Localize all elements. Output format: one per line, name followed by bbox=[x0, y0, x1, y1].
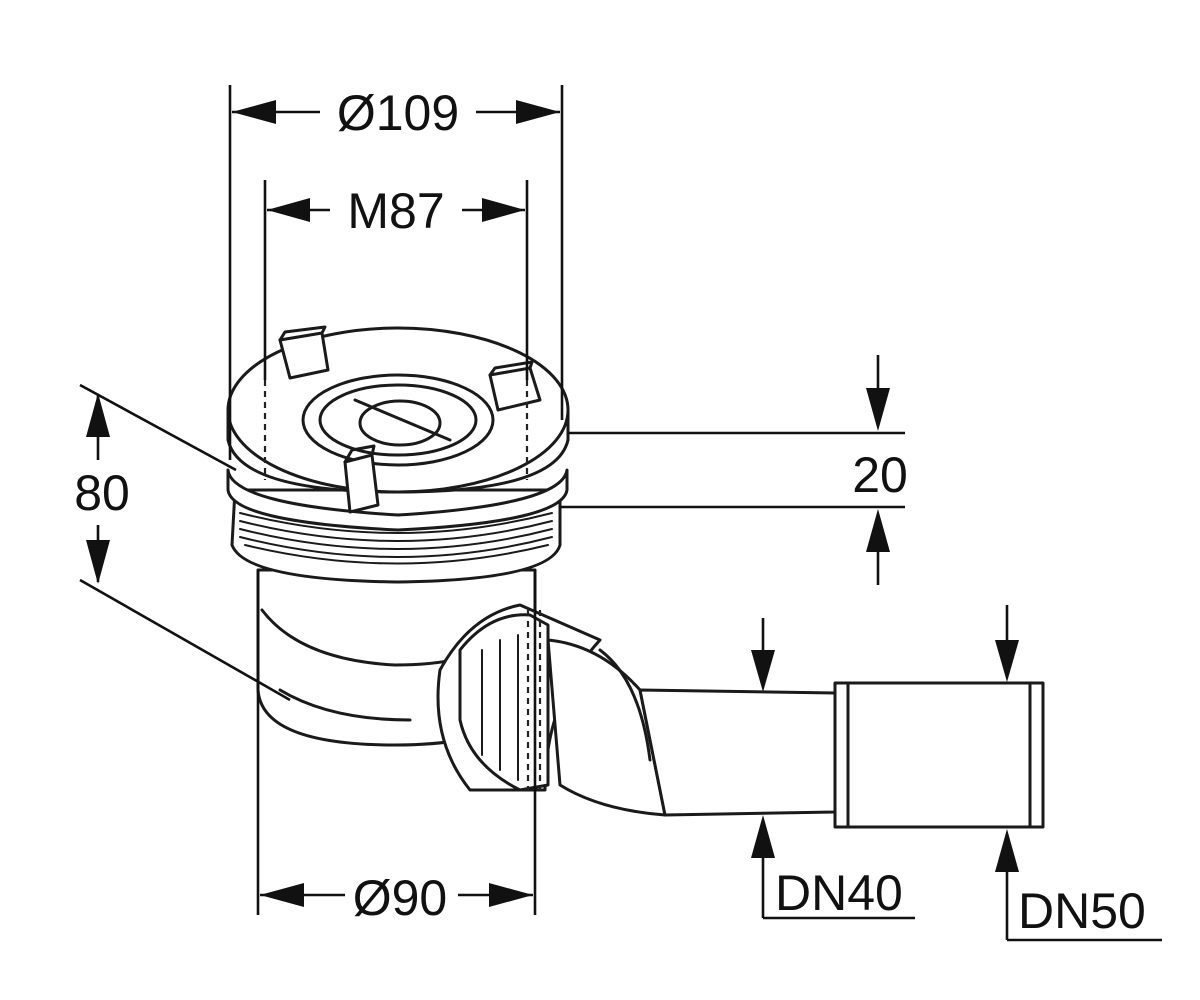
gasket-ring bbox=[226, 468, 569, 532]
pipe-dn50-end bbox=[1028, 681, 1045, 829]
label-outer-diameter: Ø109 bbox=[337, 85, 459, 141]
bowl-contour-lower bbox=[278, 688, 412, 722]
dim-body-diameter: Ø90 bbox=[256, 570, 537, 926]
clip-front bbox=[343, 444, 380, 514]
clip-left bbox=[278, 325, 330, 380]
nut-ribs bbox=[481, 634, 519, 781]
reducer-collar bbox=[833, 681, 850, 829]
dim-total-height: 80 bbox=[74, 383, 291, 702]
thread-lines bbox=[239, 504, 553, 565]
drain-body bbox=[226, 325, 570, 747]
dim-pipe-dn40: DN40 bbox=[751, 618, 915, 921]
label-body-diameter: Ø90 bbox=[353, 870, 448, 926]
label-pipe-dn50: DN50 bbox=[1018, 883, 1146, 939]
cross-bar bbox=[353, 398, 452, 442]
bend-seam bbox=[598, 648, 652, 762]
flange-edge bbox=[226, 408, 570, 494]
label-flange-height: 20 bbox=[852, 447, 908, 503]
dim-thread: M87 bbox=[263, 180, 529, 380]
dim-pipe-dn50: DN50 bbox=[995, 605, 1162, 942]
label-thread: M87 bbox=[347, 183, 444, 239]
dim-outer-diameter: Ø109 bbox=[228, 85, 564, 460]
label-pipe-dn40: DN40 bbox=[775, 865, 903, 921]
outlet-ring-inner bbox=[318, 383, 478, 457]
pipe-dn50 bbox=[846, 681, 1032, 829]
pipe-dn40 bbox=[638, 688, 837, 817]
dim-flange-height: 20 bbox=[560, 355, 908, 585]
outlet-pipe-assembly bbox=[436, 603, 1045, 829]
label-total-height: 80 bbox=[74, 465, 130, 521]
